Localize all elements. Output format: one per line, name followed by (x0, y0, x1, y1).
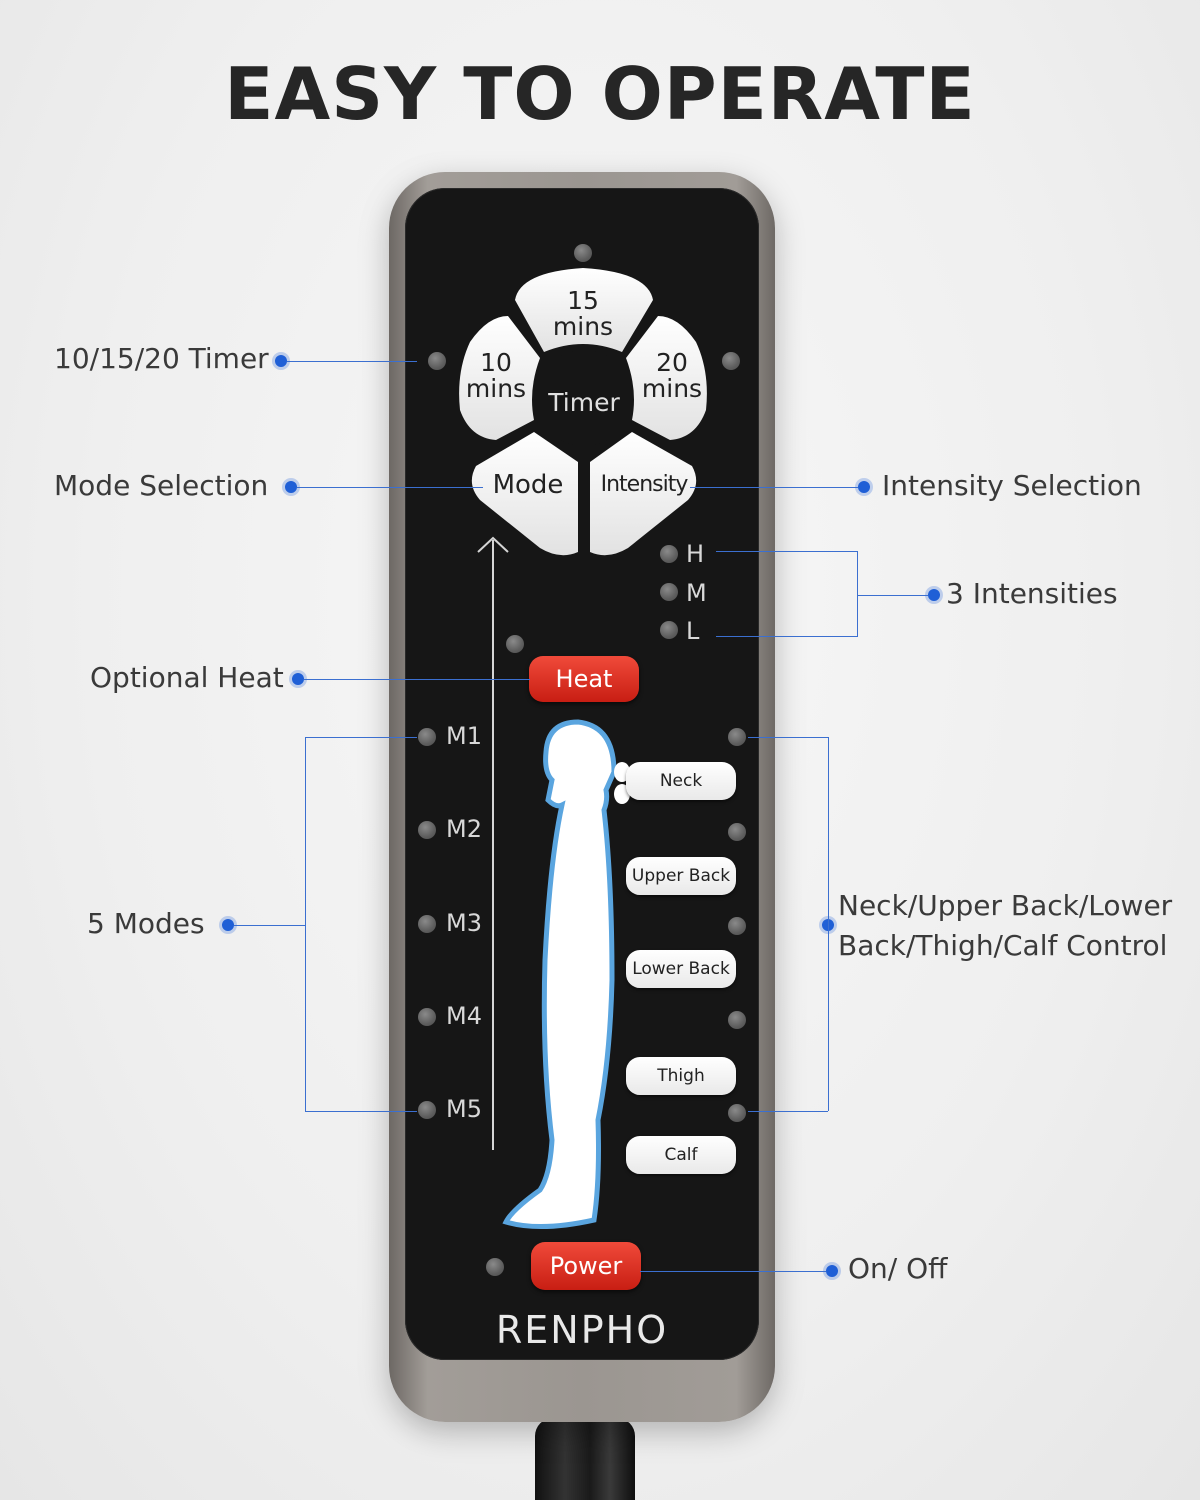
intensity-m-led (660, 583, 678, 601)
callout-line (857, 595, 928, 596)
upper-back-button[interactable]: Upper Back (626, 857, 736, 895)
timer-center (536, 350, 632, 446)
callout-dot (275, 355, 287, 367)
mode-m2-label: M2 (446, 815, 482, 843)
intensity-label: Intensity (600, 472, 689, 497)
callout-dot (222, 919, 234, 931)
callout-line (748, 1111, 828, 1112)
callout-timer: 10/15/20 Timer (54, 342, 269, 375)
intensity-level-l: L (686, 617, 700, 645)
lower-back-button[interactable]: Lower Back (626, 950, 736, 988)
callout-zones-line1: Neck/Upper Back/Lower (838, 889, 1173, 922)
timer-20-led (722, 352, 740, 370)
callout-zones-line2: Back/Thigh/Calf Control (838, 929, 1168, 962)
power-button[interactable]: Power (531, 1242, 641, 1290)
upper-back-led (728, 823, 746, 841)
power-led (486, 1258, 504, 1276)
mode-m5-label: M5 (446, 1095, 482, 1123)
callout-zones: Neck/Upper Back/Lower Back/Thigh/Calf Co… (838, 886, 1172, 966)
mode-button[interactable] (471, 432, 578, 556)
mode-m4-label: M4 (446, 1002, 482, 1030)
callout-line (287, 361, 417, 362)
callout-dot (292, 673, 304, 685)
callout-bracket (305, 737, 306, 1111)
mode-label: Mode (492, 470, 564, 500)
calf-button[interactable]: Calf (626, 1136, 736, 1174)
intensity-level-m: M (686, 579, 707, 607)
mode-m5-led (418, 1101, 436, 1119)
heat-led (506, 635, 524, 653)
callout-line (748, 737, 828, 738)
callout-heat: Optional Heat (90, 661, 284, 694)
callout-mode: Mode Selection (54, 469, 269, 502)
callout-line (690, 487, 858, 488)
intensity-l-led (660, 621, 678, 639)
callout-line (234, 925, 306, 926)
callout-dot (826, 1265, 838, 1277)
mode-m3-label: M3 (446, 909, 482, 937)
callout-line (297, 487, 483, 488)
page-title: EASY TO OPERATE (224, 52, 976, 136)
calf-led (728, 1104, 746, 1122)
timer-10-button[interactable] (459, 316, 540, 440)
callout-power: On/ Off (848, 1252, 948, 1285)
neck-led (728, 728, 746, 746)
thigh-led (728, 1011, 746, 1029)
brand-logo: RENPHO (495, 1308, 669, 1352)
callout-line (305, 1111, 417, 1112)
callout-line (716, 551, 857, 552)
neck-button[interactable]: Neck (626, 762, 736, 800)
callout-modes: 5 Modes (87, 907, 205, 940)
timer-15-button[interactable] (515, 268, 653, 352)
timer-20-button[interactable] (626, 316, 707, 440)
timer-10-led (428, 352, 446, 370)
callout-bracket (857, 551, 858, 637)
callout-intensity: Intensity Selection (882, 469, 1142, 502)
mode-m1-label: M1 (446, 722, 482, 750)
mode-m2-led (418, 821, 436, 839)
intensity-button[interactable] (590, 432, 697, 556)
power-indicator-led (574, 244, 592, 262)
callout-bracket (828, 737, 829, 1111)
callout-dot (285, 481, 297, 493)
callout-line (640, 1271, 826, 1272)
mode-m1-led (418, 728, 436, 746)
callout-dot (858, 481, 870, 493)
remote-cable (535, 1418, 635, 1500)
callout-line (305, 737, 417, 738)
body-outline (502, 719, 617, 1229)
thigh-button[interactable]: Thigh (626, 1057, 736, 1095)
callout-intensities: 3 Intensities (946, 577, 1118, 610)
intensity-h-led (660, 545, 678, 563)
arrow-head-icon (477, 536, 509, 553)
callout-line (716, 636, 857, 637)
intensity-level-h: H (686, 540, 705, 568)
mode-m4-led (418, 1008, 436, 1026)
callout-dot (928, 589, 940, 601)
heat-button[interactable]: Heat (529, 656, 639, 702)
lower-back-led (728, 917, 746, 935)
callout-line (304, 679, 530, 680)
mode-m3-led (418, 915, 436, 933)
timer-center-label: Timer (548, 388, 620, 417)
